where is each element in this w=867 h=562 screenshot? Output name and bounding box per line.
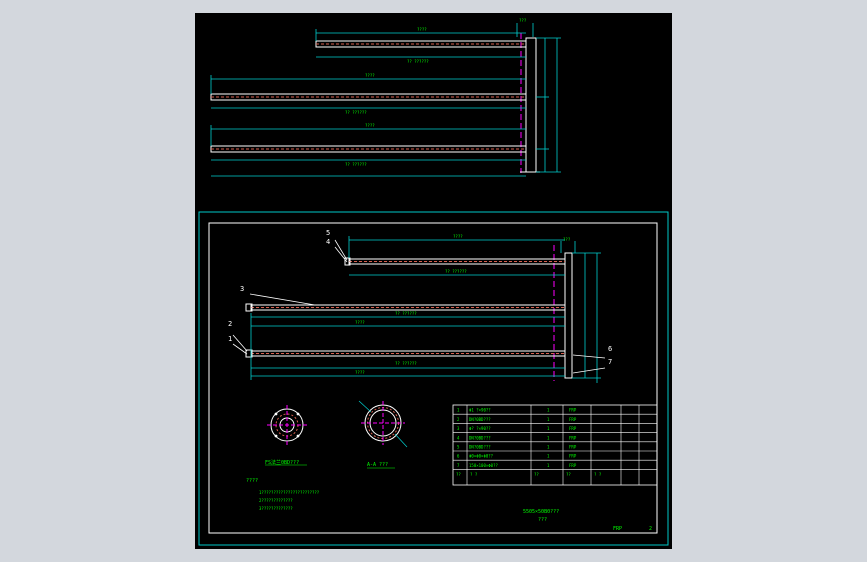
bom-header-cell: ?? <box>566 472 571 477</box>
svg-text:?? ??????: ?? ?????? <box>407 59 429 64</box>
flange-detail: FS法兰0BD??? <box>265 405 307 466</box>
lower-branch-2 <box>245 303 566 312</box>
bom-cell-mat: FRP <box>569 426 577 431</box>
outer-border <box>198 211 669 546</box>
bom-cell-no: 4 <box>457 435 460 440</box>
bom-cell-no: 2 <box>457 417 460 422</box>
upper-branch-2 <box>210 93 527 101</box>
part-marker-2: 2 <box>228 320 232 328</box>
bom-cell-no: 3 <box>457 426 460 431</box>
section-aa-detail: A-A ??? <box>358 400 408 469</box>
part-marker-5: 5 <box>326 229 330 237</box>
svg-text:?? ??????: ?? ?????? <box>445 269 467 274</box>
bom-cell-name: DN?0BD??? <box>469 417 491 422</box>
bom-header-cell: ?? <box>456 472 461 477</box>
bom-cell-name: DN?0BD??? <box>469 445 491 450</box>
bom-cell-no: 5 <box>457 445 460 450</box>
upper-branch-3 <box>210 145 527 153</box>
upper-main-riser <box>525 37 537 173</box>
bom-cell-name: 150×100×Φ0?? <box>469 463 498 468</box>
upper-dimensions <box>210 23 561 177</box>
bom-cell-no: 1 <box>457 408 460 413</box>
title-block-material: FRP <box>613 526 622 532</box>
svg-text:????: ???? <box>453 234 463 239</box>
cad-viewport[interactable]: ???? ?? ?????? ???? ?? ?????? ???? ?? ??… <box>195 13 672 549</box>
part-marker-1: 1 <box>228 335 232 343</box>
bom-cell-name: DN?0BD??? <box>469 435 491 440</box>
svg-text:???: ??? <box>563 237 571 242</box>
technical-notes: ???? 1???????????????????????? 2????????… <box>246 478 320 511</box>
lower-main-riser <box>564 252 573 379</box>
bom-cell-name: Φ1 ?×90?? <box>469 408 491 413</box>
lower-branch-1 <box>344 257 566 266</box>
bom-cell-name: Φ? ?×90?? <box>469 426 491 431</box>
title-block-line-2: ??? <box>538 517 547 523</box>
part-marker-4: 4 <box>326 238 330 246</box>
svg-text:????: ???? <box>355 370 365 375</box>
bom-header-cell: ? ? <box>594 472 602 477</box>
bom-cell-mat: FRP <box>569 435 577 440</box>
bom-cell-mat: FRP <box>569 454 577 459</box>
lower-dimensions <box>250 236 601 383</box>
lower-branch-3 <box>245 349 566 358</box>
bom-cell-mat: FRP <box>569 417 577 422</box>
notes-line-1: 1???????????????????????? <box>259 490 320 495</box>
part-marker-3: 3 <box>240 285 244 293</box>
section-aa-label: A-A ??? <box>367 462 388 468</box>
bom-cell-qty: 1 <box>547 417 550 422</box>
bom-cell-qty: 1 <box>547 463 550 468</box>
svg-text:????: ???? <box>365 123 375 128</box>
upper-elevation-view: ???? ?? ?????? ???? ?? ?????? ???? ?? ??… <box>210 18 561 177</box>
bom-cell-mat: FRP <box>569 463 577 468</box>
bom-cell-no: 6 <box>457 454 460 459</box>
lower-elevation-view: ???? ?? ?????? ?? ?????? ???? ?? ?????? … <box>232 234 606 383</box>
bom-cell-qty: 1 <box>547 408 550 413</box>
cad-drawing: ???? ?? ?????? ???? ?? ?????? ???? ?? ??… <box>198 18 669 546</box>
lower-dim-text: ???? ?? ?????? ?? ?????? ???? ?? ?????? … <box>355 234 571 375</box>
svg-text:????: ???? <box>417 27 427 32</box>
title-block-line-1: 5505×50B0??? <box>523 509 559 515</box>
inner-border <box>208 222 658 534</box>
part-marker-6: 6 <box>608 345 612 353</box>
flange-label: FS法兰0BD??? <box>265 459 299 466</box>
upper-branch-1 <box>315 40 527 48</box>
bom-cell-mat: FRP <box>569 445 577 450</box>
upper-dim-text: ???? ?? ?????? ???? ?? ?????? ???? ?? ??… <box>345 18 527 167</box>
svg-text:?? ??????: ?? ?????? <box>395 311 417 316</box>
bom-cell-qty: 1 <box>547 454 550 459</box>
leader-lines <box>232 239 606 374</box>
title-block: 5505×50B0??? ??? FRP 2 <box>523 509 652 532</box>
svg-text:?? ??????: ?? ?????? <box>395 361 417 366</box>
bom-cell-qty: 1 <box>547 445 550 450</box>
bom-cell-no: 7 <box>457 463 460 468</box>
part-marker-7: 7 <box>608 358 612 366</box>
notes-title: ???? <box>246 478 258 484</box>
svg-text:????: ???? <box>355 320 365 325</box>
svg-text:???: ??? <box>519 18 527 23</box>
notes-line-2: 2????????????? <box>259 498 293 503</box>
svg-text:????: ???? <box>365 73 375 78</box>
bom-cell-qty: 1 <box>547 435 550 440</box>
bom-cell-qty: 1 <box>547 426 550 431</box>
notes-line-3: 3????????????? <box>259 506 293 511</box>
bom-header-cell: ? ? <box>470 472 478 477</box>
svg-text:?? ??????: ?? ?????? <box>345 162 367 167</box>
bom-cell-mat: FRP <box>569 408 577 413</box>
bom-header-cell: ?? <box>534 472 539 477</box>
bom-cell-name: Φ0×Φ0×Φ0?? <box>469 454 494 459</box>
svg-text:?? ??????: ?? ?????? <box>345 110 367 115</box>
part-markers: 5 4 3 2 1 6 7 <box>228 229 612 366</box>
title-block-sheet: 2 <box>649 526 652 532</box>
